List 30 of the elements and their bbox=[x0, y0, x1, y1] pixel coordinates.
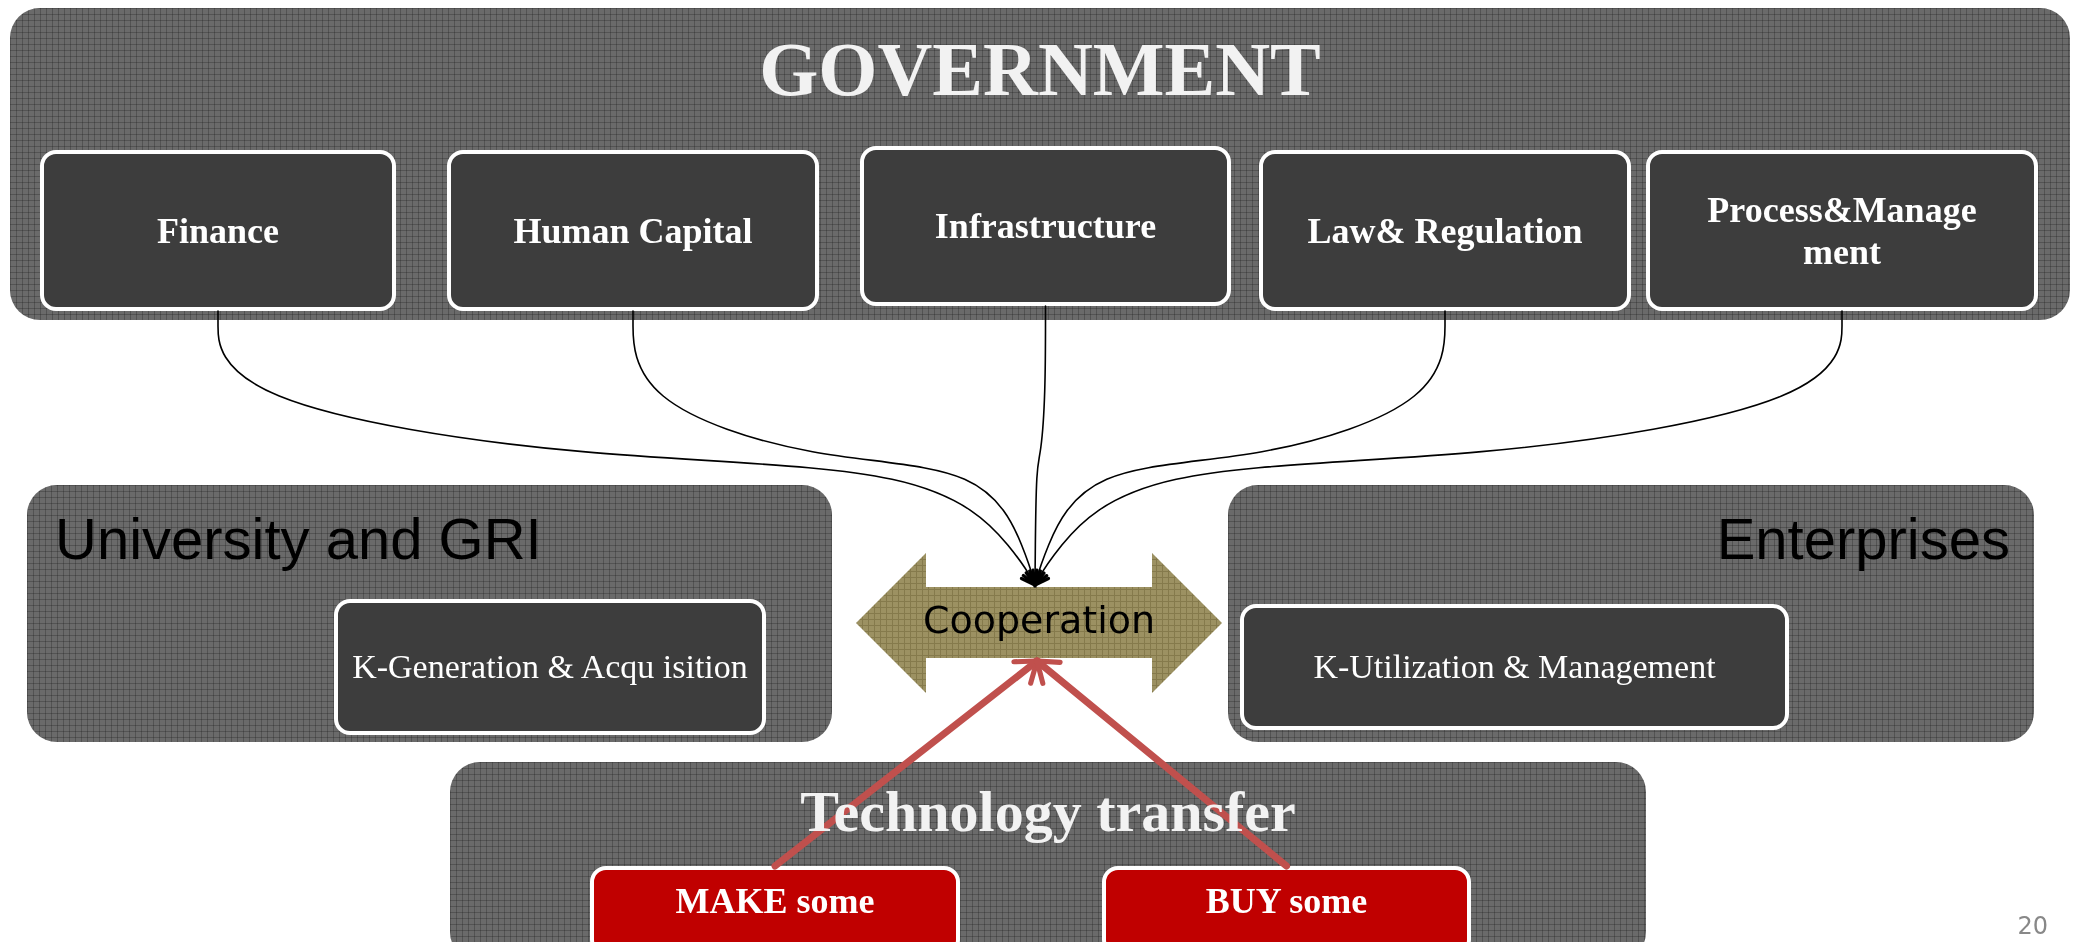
curved-arrow bbox=[1031, 310, 1843, 587]
panel-heading: Enterprises bbox=[1716, 505, 2010, 572]
box-label: K-Generation & Acqu isition bbox=[351, 648, 749, 686]
process-box bbox=[40, 150, 396, 311]
box-label: Process&Manage ment bbox=[1706, 188, 1978, 273]
curved-arrow bbox=[632, 310, 1042, 587]
panel-background bbox=[450, 762, 1646, 942]
curved-arrow bbox=[217, 310, 1039, 587]
box-label: K-Utilization & Management bbox=[1312, 648, 1717, 686]
process-box bbox=[1259, 150, 1631, 311]
box-label: Law& Regulation bbox=[1306, 209, 1584, 252]
process-box bbox=[1102, 866, 1471, 942]
box-label: BUY some bbox=[1204, 880, 1369, 922]
arrow-label: Cooperation bbox=[922, 598, 1156, 642]
process-box bbox=[447, 150, 819, 311]
process-box bbox=[590, 866, 960, 942]
process-box bbox=[860, 146, 1231, 306]
panel-background bbox=[10, 8, 2070, 320]
panel-background bbox=[27, 485, 832, 742]
panel-heading: GOVERNMENT bbox=[758, 26, 1322, 113]
panel-heading: University and GRI bbox=[55, 505, 542, 572]
box-label: Infrastructure bbox=[933, 205, 1158, 247]
process-box bbox=[334, 599, 766, 735]
page-number: 20 bbox=[2017, 912, 2048, 940]
process-box bbox=[1646, 150, 2038, 311]
panel-background bbox=[1228, 485, 2034, 742]
box-label: MAKE some bbox=[674, 880, 876, 922]
box-label: Finance bbox=[156, 209, 280, 252]
box-label: Human Capital bbox=[512, 209, 754, 252]
process-box bbox=[1240, 604, 1789, 730]
